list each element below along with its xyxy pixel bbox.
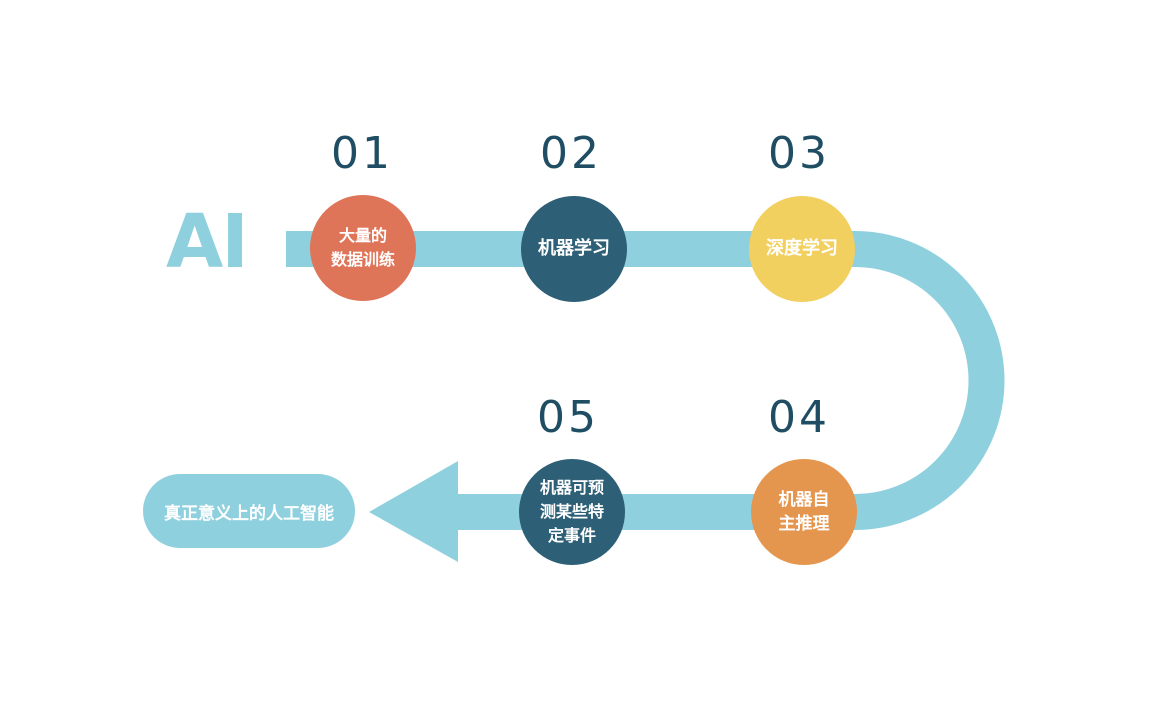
step-label-02: 机器学习	[538, 238, 610, 259]
flow-track	[286, 231, 1005, 530]
step-circle-02: 机器学习	[521, 196, 627, 302]
step-number-03: 03	[768, 128, 830, 179]
ai-logo: AI	[166, 199, 249, 285]
step-circle-01: 大量的 数据训练	[310, 195, 416, 301]
step-circle-03: 深度学习	[749, 196, 855, 302]
step-circle-04: 机器自 主推理	[751, 459, 857, 565]
step-circle-05: 机器可预 测某些特 定事件	[519, 459, 625, 565]
step-number-02: 02	[540, 128, 602, 179]
step-number-04: 04	[768, 392, 830, 443]
flow-arrow-head	[369, 461, 458, 562]
step-label-05: 机器可预 测某些特 定事件	[539, 478, 604, 545]
step-label-03: 深度学习	[766, 238, 838, 259]
step-label-01: 大量的 数据训练	[330, 226, 395, 269]
step-number-05: 05	[537, 392, 599, 443]
goal-label: 真正意义上的人工智能	[164, 503, 334, 524]
step-label-04: 机器自 主推理	[778, 490, 830, 534]
step-number-01: 01	[331, 128, 393, 179]
goal-pill: 真正意义上的人工智能	[143, 474, 355, 548]
